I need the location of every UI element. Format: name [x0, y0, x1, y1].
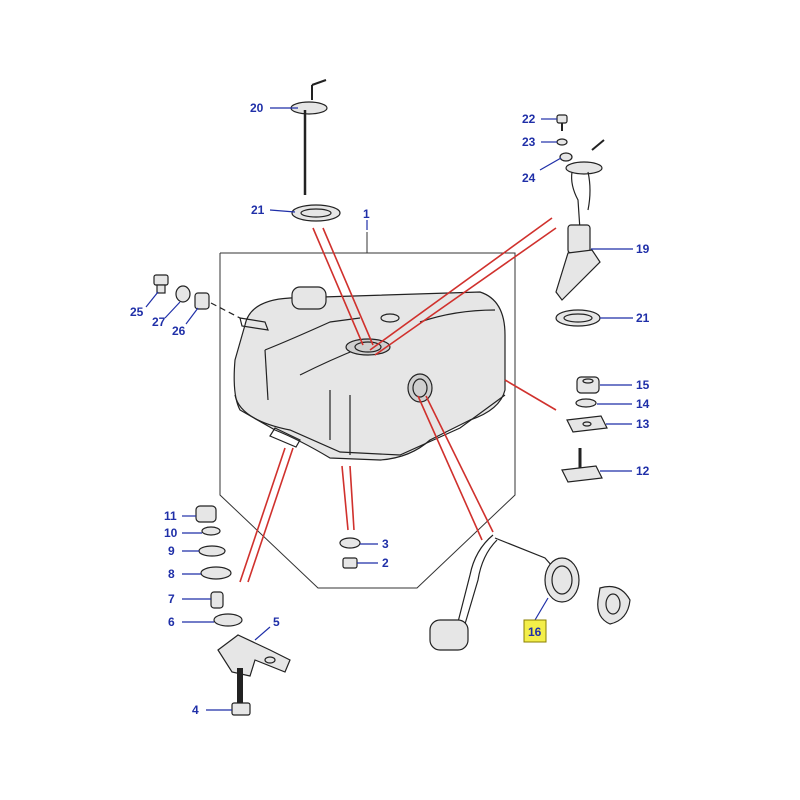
part-10-clip[interactable] [201, 526, 221, 536]
part-4-bolt[interactable] [231, 668, 251, 716]
callout-4[interactable]: 4 [192, 703, 199, 717]
callout-16[interactable]: 16 [528, 625, 542, 639]
callout-1[interactable]: 1 [363, 207, 370, 221]
callout-8[interactable]: 8 [168, 567, 175, 581]
part-15-rubber-mount[interactable] [576, 376, 600, 394]
part-6-washer[interactable] [213, 613, 243, 627]
part-21-gasket-top[interactable] [291, 204, 341, 222]
tank-group-bracket [219, 232, 516, 589]
part-7-spacer[interactable] [210, 591, 224, 609]
callout-22[interactable]: 22 [522, 112, 536, 126]
part-3-washer[interactable] [339, 537, 361, 549]
callout-7[interactable]: 7 [168, 592, 175, 606]
part-9-washer[interactable] [198, 545, 226, 557]
callout-2[interactable]: 2 [382, 556, 389, 570]
part-27-washer[interactable] [175, 285, 191, 303]
part-8-rubber-pad[interactable] [200, 566, 232, 580]
callout-11[interactable]: 11 [164, 509, 177, 523]
callout-25[interactable]: 25 [130, 305, 144, 319]
callout-10[interactable]: 10 [164, 526, 178, 540]
part-20-filler-pipe[interactable] [290, 79, 328, 195]
part-11-rubber-mount[interactable] [195, 505, 217, 523]
callout-14[interactable]: 14 [636, 397, 650, 411]
callout-21-top[interactable]: 21 [251, 203, 265, 217]
part-26-nut[interactable] [194, 292, 241, 319]
part-2-nut[interactable] [342, 557, 358, 569]
callout-27[interactable]: 27 [152, 315, 166, 329]
callout-20[interactable]: 20 [250, 101, 264, 115]
callout-16-highlight [523, 619, 547, 643]
part-25-drain-plug[interactable] [153, 274, 169, 294]
callout-23[interactable]: 23 [522, 135, 536, 149]
callout-5[interactable]: 5 [273, 615, 280, 629]
part-23-washer[interactable] [556, 138, 568, 146]
part-16-fuel-sender[interactable] [429, 534, 631, 651]
callout-26[interactable]: 26 [172, 324, 186, 338]
callout-labels: 20 21 1 22 23 24 19 21 25 27 26 15 14 13… [130, 101, 650, 717]
callout-6[interactable]: 6 [168, 615, 175, 629]
fuel-tank[interactable] [233, 286, 506, 461]
part-13-plate[interactable] [566, 415, 608, 433]
assembly-guide-lines [239, 217, 557, 583]
callout-12[interactable]: 12 [636, 464, 650, 478]
part-12-stud-bracket[interactable] [561, 448, 603, 483]
part-22-screw[interactable] [556, 114, 568, 131]
callout-leader-lines [145, 107, 633, 711]
callout-13[interactable]: 13 [636, 417, 650, 431]
callout-15[interactable]: 15 [636, 378, 650, 392]
callout-19[interactable]: 19 [636, 242, 650, 256]
part-21-gasket-right[interactable] [555, 309, 601, 327]
callout-9[interactable]: 9 [168, 544, 175, 558]
part-19-fuel-pump[interactable] [555, 139, 605, 301]
callout-21-right[interactable]: 21 [636, 311, 650, 325]
part-5-bracket[interactable] [217, 634, 291, 677]
callout-24[interactable]: 24 [522, 171, 536, 185]
callout-3[interactable]: 3 [382, 537, 389, 551]
part-14-washer[interactable] [575, 398, 597, 408]
part-24-grommet[interactable] [559, 152, 573, 162]
